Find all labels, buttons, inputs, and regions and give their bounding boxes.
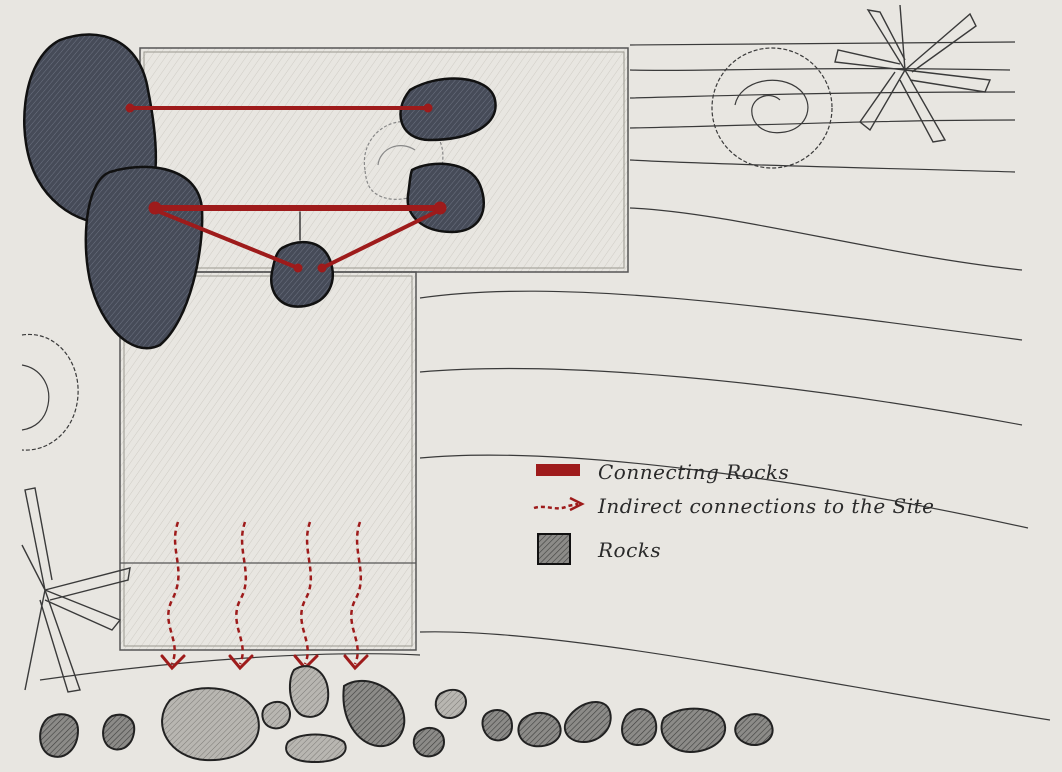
legend-indirect-arrow xyxy=(534,504,578,508)
legend-indirect-label: Indirect connections to the Site xyxy=(598,494,935,518)
legend-connecting-swatch xyxy=(536,464,580,476)
legend-rock-swatch xyxy=(538,534,570,564)
legend xyxy=(534,464,582,564)
rock-center-small xyxy=(271,242,332,306)
shrub-top-right xyxy=(712,48,832,168)
stones-row xyxy=(40,666,773,762)
shrub-left xyxy=(22,334,78,450)
palm-plant-bottom-left xyxy=(22,488,130,692)
legend-connecting-label: Connecting Rocks xyxy=(598,460,789,484)
legend-rocks-label: Rocks xyxy=(598,538,661,562)
